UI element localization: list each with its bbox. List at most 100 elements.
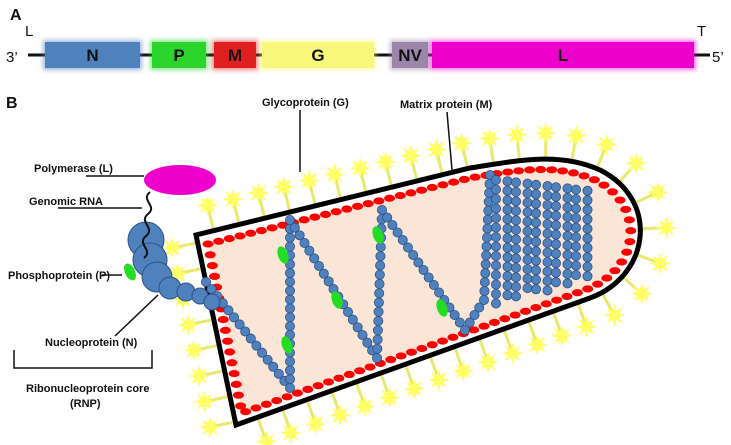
leader-matrix: [446, 111, 453, 171]
bead-icon: [490, 174, 501, 185]
bead-icon: [490, 203, 501, 214]
bead-icon: [502, 223, 513, 234]
bead-icon: [371, 352, 382, 363]
bead-icon: [542, 228, 553, 239]
bead-icon: [413, 257, 424, 268]
bead-icon: [531, 217, 542, 228]
spike-icon: [280, 407, 302, 444]
bead-icon: [542, 285, 553, 296]
matrix-protein-dot: [624, 238, 636, 246]
bead-icon: [510, 281, 521, 292]
matrix-protein-dot: [520, 307, 532, 315]
bead-icon: [228, 312, 239, 323]
bead-icon: [223, 305, 234, 316]
matrix-protein-dot: [266, 224, 278, 232]
bead-icon: [542, 180, 553, 191]
bead-icon: [245, 333, 256, 344]
bead-icon: [289, 222, 300, 233]
bead-icon: [510, 186, 521, 197]
bead-icon: [562, 278, 573, 289]
bead-icon: [562, 192, 573, 203]
bead-icon: [376, 204, 387, 215]
matrix-protein-dot: [312, 382, 324, 390]
bead-icon: [551, 239, 562, 250]
bead-icon: [551, 277, 562, 288]
matrix-protein-dot: [621, 248, 633, 256]
matrix-protein-dot: [488, 318, 500, 327]
bead-icon: [490, 193, 501, 204]
spike-icon: [450, 132, 473, 169]
matrix-protein-dot: [546, 166, 558, 174]
matrix-protein-dot: [601, 274, 613, 282]
matrix-protein-dot: [620, 205, 632, 214]
bead-icon: [256, 347, 267, 358]
bead-icon: [531, 246, 542, 257]
matrix-protein-dot: [437, 337, 449, 345]
matrix-protein-dot: [609, 267, 621, 275]
bead-icon: [571, 270, 582, 281]
bead-icon: [582, 214, 593, 225]
matrix-protein-dot: [384, 194, 396, 202]
bead-icon: [323, 276, 334, 287]
matrix-protein-dot: [341, 205, 353, 213]
bead-icon: [382, 212, 393, 223]
genome-segment-label: L: [558, 46, 568, 65]
matrix-protein-dot: [223, 235, 235, 243]
genome-segment-nv: NV: [390, 40, 430, 70]
genome-segment-label: G: [311, 46, 324, 65]
bead-icon: [284, 276, 295, 287]
label-rnp-line2: (RNP): [70, 398, 101, 410]
matrix-protein-dot: [204, 251, 216, 259]
bead-icon: [522, 178, 533, 189]
bead-icon: [352, 322, 363, 333]
spike-icon: [399, 144, 422, 182]
panel-label-a: A: [10, 7, 22, 24]
label-rnp-line1: Ribonucleoprotein core: [26, 383, 149, 395]
matrix-protein-dot: [509, 311, 521, 319]
label-nucleoprotein: Nucleoprotein (N): [45, 337, 138, 349]
matrix-protein-dot: [416, 344, 428, 353]
spike-icon: [196, 194, 219, 232]
matrix-protein-dot: [232, 391, 244, 399]
bead-icon: [479, 277, 490, 288]
bead-icon: [374, 288, 385, 299]
genome-segment-label: P: [173, 46, 184, 65]
bead-icon: [510, 243, 521, 254]
genome-leader-label: L: [25, 23, 33, 40]
bead-icon: [392, 227, 403, 238]
matrix-protein-dot: [426, 183, 438, 192]
genome-segment-m: M: [212, 40, 258, 70]
bead-icon: [372, 343, 383, 354]
matrix-protein-dot: [260, 400, 272, 408]
matrix-protein-dot: [354, 367, 366, 375]
bead-icon: [542, 209, 553, 220]
spike-icon: [193, 390, 231, 413]
matrix-protein-dot: [240, 408, 252, 416]
bead-icon: [582, 185, 593, 196]
genome-5prime-label: 5’: [712, 49, 724, 66]
bead-icon: [284, 374, 295, 385]
label-matrix-protein: Matrix protein (M): [400, 99, 493, 111]
bead-icon: [284, 232, 295, 243]
spike-icon: [329, 390, 352, 427]
matrix-protein-dot: [571, 289, 583, 297]
bead-icon: [478, 294, 489, 305]
bead-icon: [571, 260, 582, 271]
bead-icon: [482, 214, 493, 225]
bead-icon: [542, 218, 553, 229]
bead-icon: [490, 269, 501, 280]
phosphoprotein-blob: [372, 226, 384, 244]
glycoprotein-spikes: [161, 122, 678, 445]
bead-icon: [522, 226, 533, 237]
bead-icon: [522, 254, 533, 265]
spike-icon: [505, 123, 528, 161]
bead-icon: [582, 242, 593, 253]
bead-icon: [408, 249, 419, 260]
bead-icon: [299, 237, 310, 248]
bead-icon: [375, 251, 386, 262]
bead-icon: [490, 184, 501, 195]
bead-icon: [502, 261, 513, 272]
spike-icon: [298, 169, 321, 207]
bead-icon: [571, 232, 582, 243]
bead-icon: [200, 276, 211, 287]
